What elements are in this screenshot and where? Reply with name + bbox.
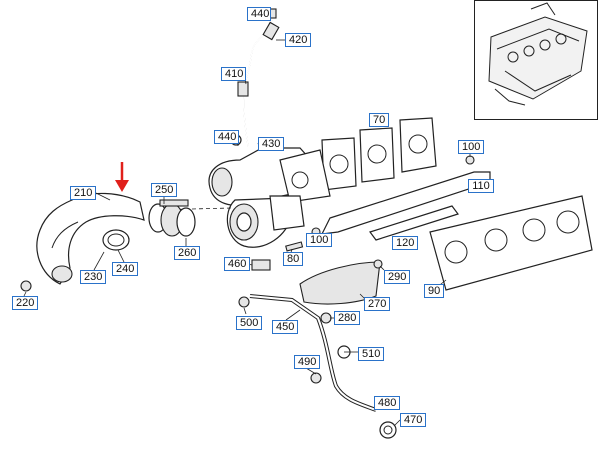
callout-450[interactable]: 450 [272,320,298,334]
manifold-gaskets [321,117,437,191]
callout-490[interactable]: 490 [294,355,320,369]
callout-280[interactable]: 280 [334,311,360,325]
callout-230[interactable]: 230 [80,270,106,284]
callout-460[interactable]: 460 [224,257,250,271]
callout-80[interactable]: 80 [283,252,303,266]
callout-70[interactable]: 70 [369,113,389,127]
callout-240[interactable]: 240 [112,262,138,276]
callout-510[interactable]: 510 [358,347,384,361]
callout-210[interactable]: 210 [70,186,96,200]
callout-100b[interactable]: 100 [306,233,332,247]
callout-120[interactable]: 120 [392,236,418,250]
callout-100[interactable]: 100 [458,140,484,154]
callout-260[interactable]: 260 [174,246,200,260]
callout-420[interactable]: 420 [285,33,311,47]
turbocharger [149,147,331,248]
hose-and-clamps [148,199,196,237]
oil-return-line [238,259,397,439]
engine-inset-view [474,0,598,120]
callout-410[interactable]: 410 [221,67,246,81]
engine-thumbnail-icon [488,2,588,106]
callout-270[interactable]: 270 [364,297,390,311]
lower-heat-shield [299,261,381,305]
callout-220[interactable]: 220 [12,296,38,310]
callout-250[interactable]: 250 [151,183,177,197]
callout-480[interactable]: 480 [374,396,400,410]
callout-440a[interactable]: 440 [247,7,271,21]
callout-290[interactable]: 290 [384,270,410,284]
callout-110[interactable]: 110 [468,179,494,193]
indicator-arrow [115,162,129,192]
callout-440b[interactable]: 440 [214,130,239,144]
exhaust-manifold [429,195,593,291]
callout-90[interactable]: 90 [424,284,444,298]
callout-500[interactable]: 500 [236,316,262,330]
callout-470[interactable]: 470 [400,413,426,427]
callout-430[interactable]: 430 [258,137,284,151]
intake-pipe [20,192,145,292]
